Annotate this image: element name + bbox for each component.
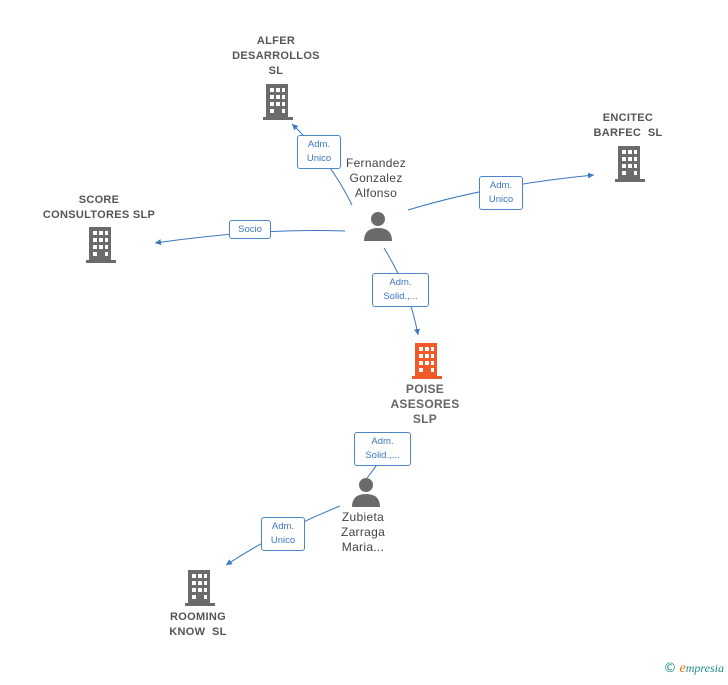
edge-label-line: Unico <box>270 535 296 546</box>
edge-label-fernandez-poise[interactable]: Adm. Solid.,... <box>372 273 429 307</box>
edge-label-line: Adm. <box>307 139 331 150</box>
node-label-line: Zarraga <box>340 525 386 539</box>
edge-label-zubieta-poise[interactable]: Adm. Solid.,... <box>354 432 411 466</box>
brand-name: mpresia <box>685 661 724 675</box>
building-icon-rooming[interactable] <box>184 570 216 606</box>
brand-initial: e <box>679 661 686 676</box>
node-label-alfer[interactable]: ALFER DESARROLLOS SL <box>216 34 336 79</box>
node-label-fernandez[interactable]: Fernandez Gonzalez Alfonso <box>326 156 426 201</box>
edge-label-fernandez-encitec[interactable]: Adm. Unico <box>479 176 523 210</box>
node-label-line: Alfonso <box>354 186 398 200</box>
brand-footer: © empresia <box>664 661 724 677</box>
edge-label-line: Solid.,... <box>365 450 400 461</box>
edge-label-line: Adm. <box>271 521 295 532</box>
node-label-line: Zubieta <box>341 510 385 524</box>
node-label-zubieta[interactable]: Zubieta Zarraga Maria... <box>313 510 413 555</box>
copyright-icon: © <box>663 661 677 676</box>
edge-label-fernandez-alfer[interactable]: Adm. Unico <box>297 135 341 169</box>
edge-label-line: Adm. <box>371 436 394 447</box>
edge-label-zubieta-rooming[interactable]: Adm. Unico <box>261 517 305 551</box>
node-label-line: Maria... <box>341 540 385 554</box>
building-icon-encitec[interactable] <box>614 146 646 182</box>
node-label-line: ALFER <box>256 35 296 47</box>
edge-label-line: Unico <box>488 194 514 205</box>
node-label-line: KNOW SL <box>169 626 227 638</box>
person-icon-zubieta[interactable] <box>350 476 382 508</box>
person-icon-fernandez[interactable] <box>362 210 394 242</box>
node-label-encitec[interactable]: ENCITEC BARFEC SL <box>568 111 688 141</box>
node-label-line: CONSULTORES SLP <box>42 209 156 221</box>
node-label-line: ASESORES <box>390 397 460 411</box>
node-label-line: ENCITEC <box>602 112 654 124</box>
edge-label-line: Adm. <box>389 277 412 288</box>
node-label-line: DESARROLLOS <box>232 50 320 62</box>
node-label-line: SCORE <box>78 194 120 206</box>
node-label-line: BARFEC SL <box>593 127 663 139</box>
node-label-line: SLP <box>412 412 438 426</box>
node-label-poise[interactable]: POISE ASESORES SLP <box>375 382 475 427</box>
building-icon-alfer[interactable] <box>262 84 294 120</box>
node-label-line: SL <box>268 65 284 77</box>
node-label-line: ROOMING <box>170 611 226 623</box>
node-label-rooming[interactable]: ROOMING KNOW SL <box>148 610 248 640</box>
edge-label-line: Unico <box>306 153 332 164</box>
node-label-line: POISE <box>405 382 445 396</box>
edge-label-line: Socio <box>238 224 262 235</box>
edge-label-line: Adm. <box>489 180 513 191</box>
building-icon-poise[interactable] <box>411 343 443 379</box>
node-label-score[interactable]: SCORE CONSULTORES SLP <box>34 193 164 223</box>
node-label-line: Fernandez <box>345 156 407 170</box>
edge-label-line: Solid.,... <box>383 291 418 302</box>
node-label-line: Gonzalez <box>349 171 403 185</box>
edge-label-fernandez-score[interactable]: Socio <box>229 220 271 239</box>
building-icon-score[interactable] <box>85 227 117 263</box>
